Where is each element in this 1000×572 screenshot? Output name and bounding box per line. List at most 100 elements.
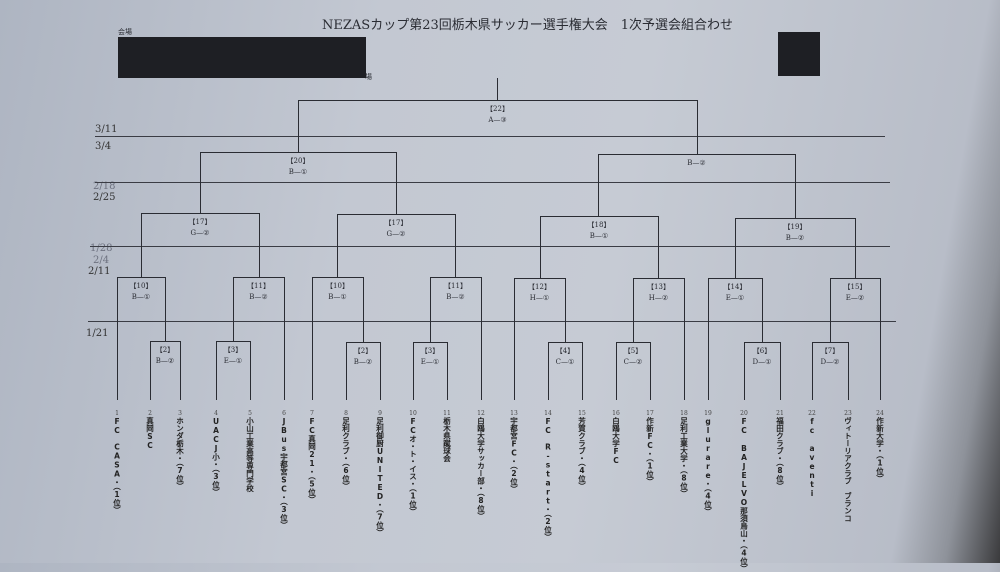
- date-label: 3/4: [95, 141, 112, 152]
- match-slot: E—①: [420, 358, 440, 366]
- match-slot: B—①: [328, 293, 347, 301]
- team-name: 真岡SC: [145, 417, 155, 450]
- match-slot: B—②: [155, 357, 175, 365]
- match-label: 【13】 H—②: [647, 282, 670, 304]
- bracket-line: [540, 216, 541, 278]
- team-number: 22: [808, 410, 816, 417]
- match-label: 【15】 E—②: [844, 282, 867, 304]
- bracket-line: [141, 213, 142, 277]
- team-number: 6: [282, 410, 286, 417]
- bracket-line: [259, 213, 260, 277]
- team-name: 栃木県蹴球会: [442, 417, 452, 462]
- team-number: 17: [646, 410, 654, 417]
- bracket-line: [363, 277, 364, 342]
- bracket-line: [430, 277, 482, 278]
- match-label: 【11】B—②: [444, 281, 467, 303]
- match-label: 【20】B—①: [287, 156, 310, 178]
- match-number: 【19】: [783, 223, 807, 231]
- match-label: 【5】C—②: [624, 346, 643, 368]
- bracket-line: [633, 278, 634, 342]
- team-name: 小山工業高等専門学校: [245, 417, 255, 492]
- team-name: 白鴎大学FC: [611, 417, 621, 465]
- match-number: 【6】: [752, 347, 772, 355]
- team-number: 20: [740, 410, 748, 417]
- bracket-line: [684, 278, 685, 400]
- match-label: 【2】B—②: [354, 346, 372, 368]
- date-label: 1/21: [86, 328, 109, 339]
- bracket-line: [455, 214, 456, 277]
- bracket-line: [413, 342, 448, 343]
- match-number: 【4】: [555, 347, 575, 355]
- bracket-line: [658, 216, 659, 278]
- match-label: 【11】B—②: [247, 281, 270, 303]
- bracket-line: [430, 277, 431, 342]
- match-slot: H—①: [529, 294, 550, 302]
- team-name: 白鴎大学サッカー部・（8位）: [476, 417, 486, 520]
- bracket-line: [312, 277, 364, 278]
- match-slot: H—②: [648, 294, 669, 302]
- match-number: 【2】: [155, 346, 175, 354]
- match-label: 【18】B—①: [588, 220, 611, 242]
- team-name: 福田クラブ・（8位）: [775, 417, 785, 490]
- team-name: UACJ小・（3位）: [211, 417, 221, 496]
- match-slot: E—②: [845, 294, 865, 302]
- match-number: 【14】: [723, 283, 747, 291]
- bracket-line: [481, 277, 482, 400]
- team-name: 足利工業大学・（8位）: [679, 417, 689, 498]
- bracket-line: [598, 154, 796, 155]
- match-slot: E—①: [725, 294, 745, 302]
- redacted-corner-block: [778, 32, 820, 76]
- bracket-line: [200, 152, 201, 213]
- bracket-line: [795, 154, 796, 218]
- round-divider: [95, 182, 890, 183]
- bracket-line: [697, 100, 698, 154]
- match-number: 【11】: [444, 282, 467, 290]
- date-label: 3/11: [95, 124, 118, 135]
- match-label: 【4】C—①: [556, 346, 575, 368]
- team-number: 11: [443, 410, 451, 417]
- match-number: 【13】: [647, 283, 670, 291]
- team-number: 10: [409, 410, 417, 417]
- bracket-line: [812, 342, 849, 343]
- match-number: 【17】: [384, 219, 408, 227]
- match-label: 【12】H—①: [528, 282, 551, 304]
- bracket-line: [284, 277, 285, 400]
- bracket-line: [312, 277, 313, 400]
- bracket-line: [413, 342, 414, 400]
- match-number: 【20】: [286, 157, 310, 165]
- bracket-line: [298, 100, 698, 101]
- team-name: glurare・（4位）: [703, 417, 713, 516]
- team-name: FC真岡21・（5位）: [307, 417, 317, 504]
- match-slot: A—③: [488, 116, 507, 124]
- bracket-line: [447, 342, 448, 400]
- bracket-line: [514, 278, 566, 279]
- match-slot: D—②: [820, 358, 840, 366]
- bracket-line: [540, 216, 659, 217]
- team-name: FCオ・ト・イス・（1位）: [408, 417, 418, 516]
- match-label: 【6】D—①: [753, 346, 772, 368]
- bracket-line: [762, 278, 763, 342]
- match-slot: B—②: [249, 293, 268, 301]
- bracket-line: [616, 342, 651, 343]
- bracket-line: [514, 278, 515, 400]
- round-divider: [95, 136, 885, 137]
- team-number: 7: [310, 410, 314, 417]
- bracket-line: [180, 341, 181, 400]
- bracket-line: [582, 342, 583, 400]
- team-name: 足利クラブ・（6位）: [341, 417, 351, 490]
- team-name: 宇都宮FC・（2位）: [509, 417, 519, 493]
- match-slot: B—②: [785, 234, 805, 242]
- bracket-line: [298, 100, 299, 152]
- bracket-line: [598, 154, 599, 216]
- match-number: 【15】: [843, 283, 867, 291]
